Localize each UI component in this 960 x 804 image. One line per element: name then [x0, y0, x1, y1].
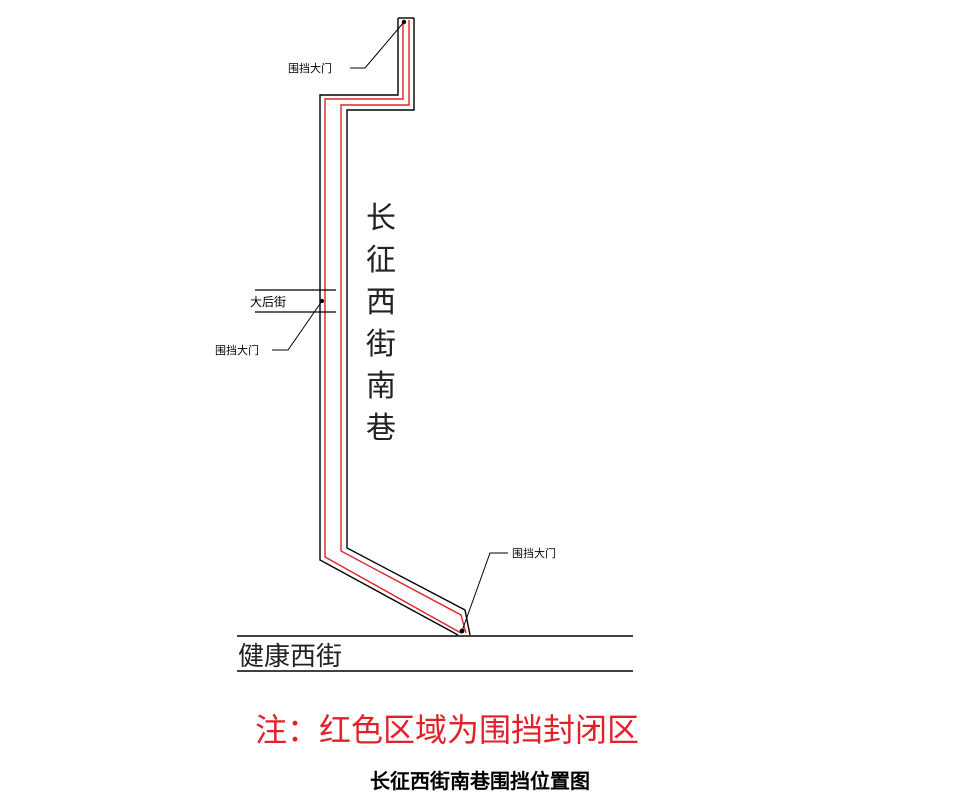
lane-char-4: 街 [366, 327, 396, 362]
gate-top-label: 围挡大门 [288, 61, 332, 75]
main-road-label: 健康西街 [238, 642, 342, 672]
legend-note: 注：红色区域为围挡封闭区 [255, 711, 640, 749]
figure-caption: 长征西街南巷围挡位置图 [370, 769, 590, 793]
lane-char-5: 南 [366, 369, 396, 404]
gate-bottom-leader [461, 552, 508, 632]
lane-outer-boundary [319, 18, 459, 636]
gate-mid-label: 围挡大门 [215, 343, 259, 357]
lane-inner-boundary [346, 18, 471, 636]
gate-bottom-label: 围挡大门 [512, 546, 556, 560]
enclosure-line-inner [340, 20, 467, 634]
gate-top-leader [350, 21, 405, 69]
lane-char-1: 长 [366, 201, 396, 236]
lane-char-2: 征 [366, 243, 396, 278]
side-street-label: 大后街 [250, 295, 286, 309]
lane-char-6: 巷 [366, 411, 396, 446]
lane-char-3: 西 [366, 285, 396, 320]
gate-mid-leader [272, 300, 323, 351]
lane-name-vertical: 长 征 西 街 南 巷 [366, 201, 396, 446]
enclosure-line-outer [324, 20, 462, 634]
